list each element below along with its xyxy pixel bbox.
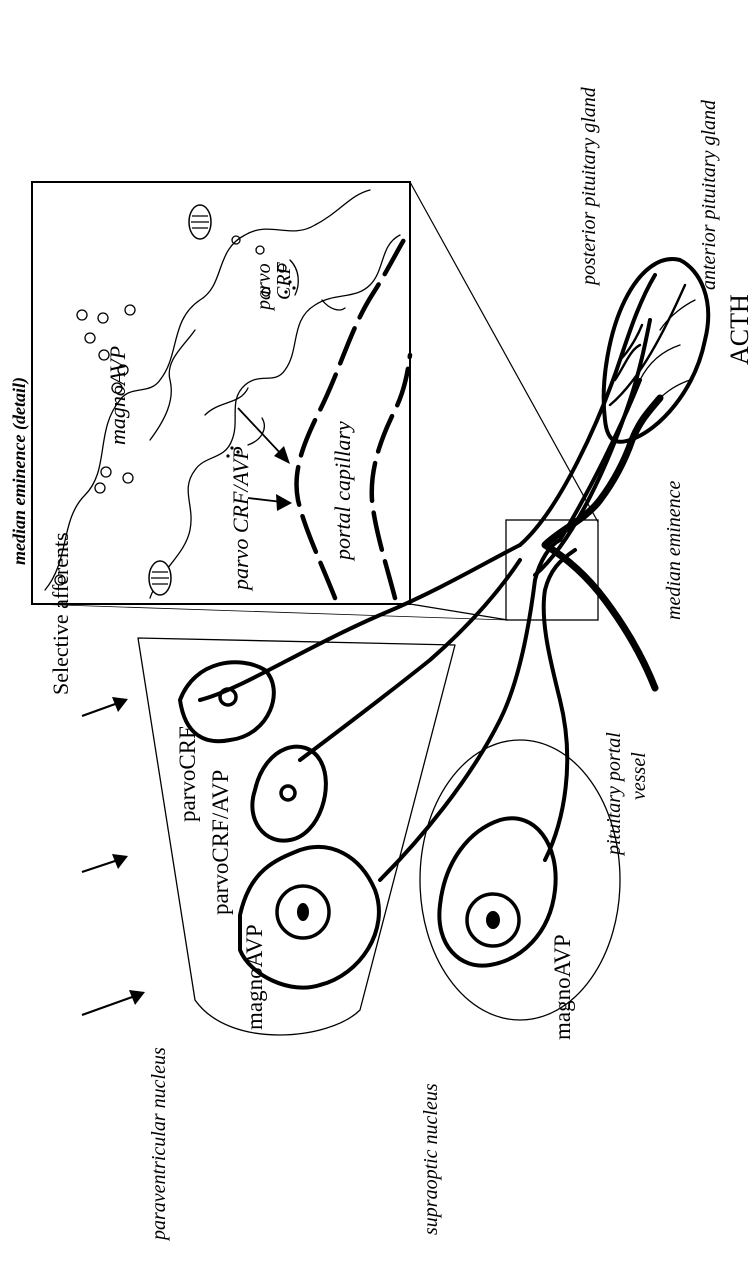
median-eminence-label: median eminence <box>663 480 685 620</box>
neuron-magno-avp-son <box>439 818 555 965</box>
paraventricular-nucleus-label: paraventricular nucleus <box>148 1047 170 1242</box>
zoom-line-top <box>410 182 598 522</box>
pituitary-portal-label-1: pituitary portal <box>603 732 625 857</box>
portal-capillary-label: portal capillary <box>330 421 355 562</box>
anterior-pituitary-label: anterior pituitary gland <box>698 99 720 290</box>
pituitary-gland <box>604 259 708 442</box>
parvo-crf-avp-label: parvoCRF/AVP <box>208 770 233 915</box>
detail-crf-label: CRF <box>273 261 295 300</box>
supraoptic-nucleus-label: supraoptic nucleus <box>420 1083 442 1235</box>
detail-magno-avp-label: magnoAVP <box>105 346 130 445</box>
selective-afferents-label: Selective afferents <box>48 532 73 695</box>
afferent-arrow-3 <box>82 990 145 1015</box>
detail-parvo-label: parvo <box>253 263 275 312</box>
detail-title-label: median eminence (detail) <box>9 377 30 565</box>
magno-avp-pvn-label: magnoAVP <box>242 924 267 1030</box>
axon-to-posterior-3 <box>560 380 640 540</box>
axon-magno-son <box>544 550 575 860</box>
anterior-capillaries <box>640 300 695 410</box>
detail-parvo-crf-avp-label: parvo CRF/AVP <box>228 446 253 592</box>
afferent-arrows <box>82 697 145 1015</box>
neuron-parvo-crf-avp <box>252 747 326 841</box>
afferent-arrow-1 <box>82 697 128 716</box>
magno-avp-son-label: magnoAVP <box>550 934 575 1040</box>
organelle-right <box>189 205 211 239</box>
zoom-line-left <box>32 604 508 620</box>
pituitary-outline <box>604 259 708 442</box>
acth-label: ACTH <box>725 294 751 365</box>
parvo-crf-label: parvoCRF <box>175 726 200 822</box>
organelle-left <box>149 561 171 595</box>
afferent-arrow-2 <box>82 854 128 872</box>
pituitary-portal-label-2: vessel <box>628 752 650 800</box>
son-outline <box>420 740 620 1020</box>
posterior-pituitary-label: posterior pituitary gland <box>578 86 600 287</box>
